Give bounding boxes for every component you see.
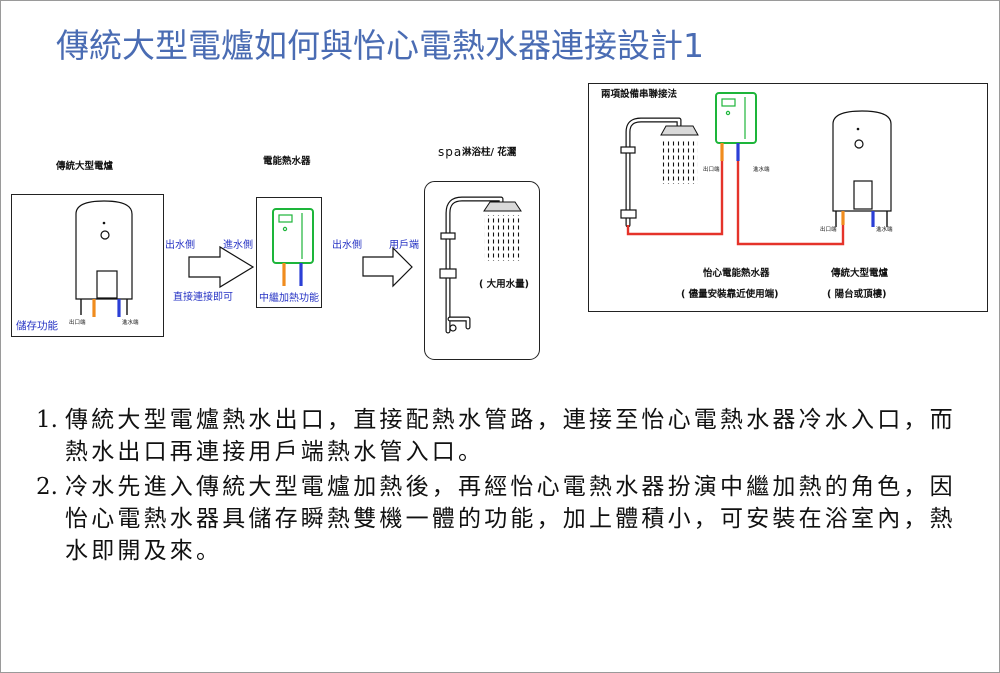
shower-spout-inner xyxy=(448,317,470,329)
notes-list: 1. 傳統大型電爐熱水出口，直接配熱水管路，連接至怡心電熱水器冷水入口，而 熱水… xyxy=(36,404,956,567)
hot-water-pipe-to-shower xyxy=(626,161,724,236)
tank-inlet-tag: 進水端 xyxy=(122,320,139,326)
note-line: 水即開及來。 xyxy=(65,538,223,564)
water-spray xyxy=(661,139,698,184)
tank-panel xyxy=(96,270,118,299)
heater-install-note: ( 儘量安裝靠近使用端) xyxy=(681,289,779,300)
page-title: 傳統大型電爐如何與怡心電熱水器連接設計1 xyxy=(56,26,704,65)
electric-heater-icon xyxy=(272,208,314,264)
note-line: 怡心電熱水器具儲存瞬熱雙機一體的功能，加上體積小，可安裝在浴室內，熱 xyxy=(65,506,956,532)
heater-label: 電能熱水器 xyxy=(263,156,311,167)
shower-label: 淋浴柱/ 花灑 xyxy=(462,147,517,158)
tank-gauge xyxy=(854,139,864,149)
tank-indicator-dot xyxy=(856,127,860,131)
shower-pipe-inner xyxy=(446,197,503,333)
note-line: 冷水先進入傳統大型電爐加熱後，再經怡心電熱水器扮演中繼加熱的角色，因 xyxy=(65,474,956,500)
water-spray xyxy=(484,215,522,261)
tank-body xyxy=(832,110,892,212)
heater-box xyxy=(256,197,322,308)
shower-valve xyxy=(440,232,456,240)
user-end-label: 用戶端 xyxy=(389,240,419,251)
shower-valve xyxy=(620,146,636,154)
shower-mixer xyxy=(439,268,457,279)
outlet-side-label: 出水側 xyxy=(165,240,195,251)
note-body: 冷水先進入傳統大型電爐加熱後，再經怡心電熱水器扮演中繼加熱的角色，因 怡心電熱水… xyxy=(65,471,956,567)
series-diagram-title: 兩項設備串聯接法 xyxy=(601,89,678,100)
shower-base xyxy=(449,324,457,332)
tank-box xyxy=(11,194,164,337)
hot-water-pipe-from-tank xyxy=(736,161,845,246)
storage-tank-icon xyxy=(75,200,133,315)
flow-arrow-icon xyxy=(188,245,255,289)
direct-connect-label: 直接連接即可 xyxy=(173,292,233,303)
heater-inlet-tag: 進水端 xyxy=(753,167,770,173)
tank-outlet-tag: 出口端 xyxy=(69,320,86,326)
shower-head xyxy=(483,201,522,212)
inlet-side-label: 進水側 xyxy=(223,240,253,251)
heater-display xyxy=(278,214,293,223)
relay-heating-label: 中繼加熱功能 xyxy=(259,293,319,304)
storage-tank-icon xyxy=(832,110,892,227)
usage-note: ( 大用水量) xyxy=(479,279,529,290)
tank-location-note: ( 陽台或頂樓) xyxy=(827,289,887,300)
flow-arrow-icon xyxy=(362,246,413,288)
shower-head xyxy=(660,125,699,136)
shower-column-icon xyxy=(620,117,699,228)
tank-outlet-tag: 出口端 xyxy=(820,227,837,233)
note-number: 2. xyxy=(36,474,58,500)
tank-indicator-dot xyxy=(102,221,106,225)
tank-body xyxy=(75,200,133,300)
shower-column-icon xyxy=(439,196,522,334)
note-line: 熱水出口再連接用戶端熱水管入口。 xyxy=(65,439,485,465)
heater-outlet-tag: 出口端 xyxy=(703,167,720,173)
shower-box xyxy=(424,181,540,360)
note-item: 1. 傳統大型電爐熱水出口，直接配熱水管路，連接至怡心電熱水器冷水入口，而 熱水… xyxy=(36,404,956,468)
tank-inlet-tag: 進水端 xyxy=(876,227,893,233)
tank-gauge xyxy=(100,230,110,240)
shower-mixer xyxy=(620,209,637,219)
note-item: 2. 冷水先進入傳統大型電爐加熱後，再經怡心電熱水器扮演中繼加熱的角色，因 怡心… xyxy=(36,471,956,567)
series-diagram-box xyxy=(588,83,988,312)
shower-pipe-inner xyxy=(626,118,681,227)
storage-function-label: 儲存功能 xyxy=(16,320,58,332)
tank-name: 傳統大型電爐 xyxy=(831,268,889,279)
electric-heater-icon xyxy=(715,92,757,144)
tank-panel xyxy=(853,180,873,210)
heater-knob xyxy=(725,110,731,116)
note-line: 傳統大型電爐熱水出口，直接配熱水管路，連接至怡心電熱水器冷水入口，而 xyxy=(65,407,956,433)
tank-label: 傳統大型電爐 xyxy=(56,161,114,172)
heater-display xyxy=(721,98,736,107)
note-body: 傳統大型電爐熱水出口，直接配熱水管路，連接至怡心電熱水器冷水入口，而 熱水出口再… xyxy=(65,404,956,468)
shower-label-spa: spa xyxy=(438,145,463,159)
note-number: 1. xyxy=(36,407,58,433)
heater-name: 怡心電能熱水器 xyxy=(703,268,770,279)
outlet-side-label: 出水側 xyxy=(332,240,362,251)
heater-knob xyxy=(282,226,288,232)
